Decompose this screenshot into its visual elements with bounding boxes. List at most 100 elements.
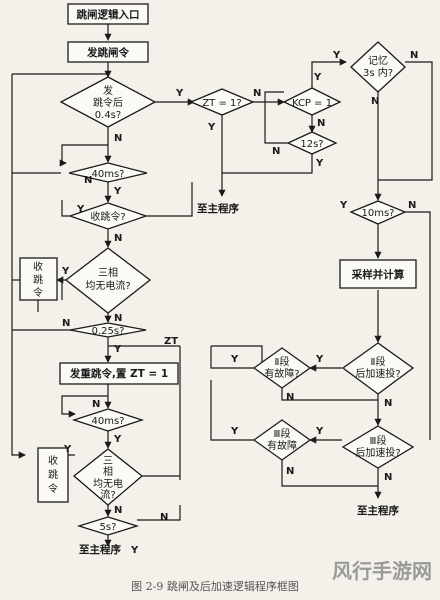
no-current2-label-1: 三 [103,456,113,467]
zt-label: ZT = 1? [202,98,241,109]
shapes [19,3,417,536]
zt-label-branch: ZT [164,336,178,347]
40ms-decision-a [68,162,148,183]
recv-trip-box-text-1: 收 [33,260,43,273]
n-10ms: N [408,200,416,211]
n-025s: N [62,318,70,329]
40ms-decision-b [71,408,145,432]
n-accel3: N [384,472,392,483]
sample-label: 采样并计算 [351,268,405,281]
no-current-label-1: 三相 [98,266,118,279]
trip-after-label-3: 0.4s? [95,110,121,121]
y-accel2: Y [315,354,324,365]
kcp-label: KCP = 1 [292,98,332,109]
kcp-decision [282,87,342,116]
y-zt: Y [207,122,216,133]
n-40ms-b: N [92,399,100,410]
trip-after-label-1: 发 [103,84,113,97]
memory-decision [350,41,406,93]
send-trip-label: 发跳闸令 [86,46,129,59]
n-kcp: N [317,118,325,129]
40ms-label-a: 40ms? [92,169,125,180]
accel2-decision [341,342,415,395]
recv-trip-box2-text-1: 收 [48,454,58,467]
12s-label: 12s? [300,139,323,150]
to-main-program-2: 至主程序 [357,504,399,517]
025s-label: 0.25s? [92,326,125,337]
y-10ms: Y [339,200,348,211]
fault3-label-1: Ⅲ段 [274,427,291,440]
recv-trip-decision [67,202,149,230]
recv-trip-box-text-2: 跳 [33,273,43,286]
recv-trip-label: 收跳令? [90,210,125,223]
no-current2-label-3: 均无电 [93,477,123,490]
40ms-label-b: 40ms? [92,416,125,427]
n-recv-trip: N [114,233,122,244]
n-fault2: N [286,392,294,403]
y-12s: Y [315,158,324,169]
memory-label-2: 3s 内? [363,66,393,79]
to-main-program-1: 至主程序 [197,202,239,215]
025s-decision [69,322,147,338]
node-text: 跳闸逻辑入口 发跳闸令 发 跳令后 0.4s? ZT = 1? KCP = 1 … [33,8,405,533]
zt-decision [189,88,255,116]
figure-caption: 图 2-9 跳闸及后加速逻辑程序框图 [131,579,299,593]
branch-labels: Y N N Y Y N N Y Y N N N Y Y N Y N N Y ZT… [61,50,418,556]
10ms-decision [349,200,407,225]
n-memory: N [410,50,418,61]
fault3-decision [252,419,312,461]
y-no-current-2: Y [63,444,72,455]
accel2-label-1: Ⅱ段 [371,355,386,368]
y-fault2: Y [230,354,239,365]
y-025s: Y [113,344,122,355]
trip-after-label-2: 跳令后 [93,96,123,109]
no-current-decision-2 [72,448,144,506]
resend-label: 发重跳令,置 ZT = 1 [69,367,168,380]
send-trip-box [67,41,149,63]
accel3-label-2: 后加速投? [355,446,400,459]
trip-after-decision [59,76,157,128]
resend-box [59,362,179,385]
recv-trip-box2-text-2: 跳 [48,468,58,481]
to-main-program-3: 至主程序 [79,543,121,556]
y-memory: Y [332,50,341,61]
n-trip-after: N [114,133,122,144]
fault2-label-1: Ⅱ段 [275,355,290,368]
n-zt: N [253,88,261,99]
recv-trip-box-2 [37,447,69,503]
accel2-label-2: 后加速投? [355,367,400,380]
n-fault3: N [286,466,294,477]
no-current2-label-2: 相 [103,465,113,478]
y-accel3: Y [315,426,324,437]
y-40ms-a: Y [113,186,122,197]
n-12s: N [272,146,280,157]
accel3-decision [341,425,415,469]
5s-label: 5s? [100,522,117,533]
n-memory-2: N [371,96,379,107]
y-kcp: Y [313,72,322,83]
y-fault3: Y [230,426,239,437]
10ms-label: 10ms? [362,208,395,219]
n-accel2: N [384,398,392,409]
sample-box [339,259,417,289]
n-40ms-a: N [84,175,92,186]
start-box [67,3,149,25]
accel3-label-1: Ⅲ段 [370,434,387,447]
memory-label-1: 记忆 [368,54,388,67]
n-5s: N [160,512,168,523]
5s-decision [76,516,140,536]
recv-trip-box2-text-3: 令 [48,482,58,495]
no-current-label-2: 均无电流? [85,279,130,292]
recv-trip-box [19,257,58,301]
y-no-current: Y [61,266,70,277]
fault3-label-2: 有故障 [267,439,297,452]
watermark: 风行手游网 [332,559,432,583]
n-no-current: N [114,313,122,324]
fault2-label-2: 有故障? [264,367,299,380]
y-trip-after: Y [175,88,184,99]
no-current-decision [64,247,152,314]
fault2-decision [252,347,312,389]
recv-trip-box-text-3: 令 [33,286,43,299]
